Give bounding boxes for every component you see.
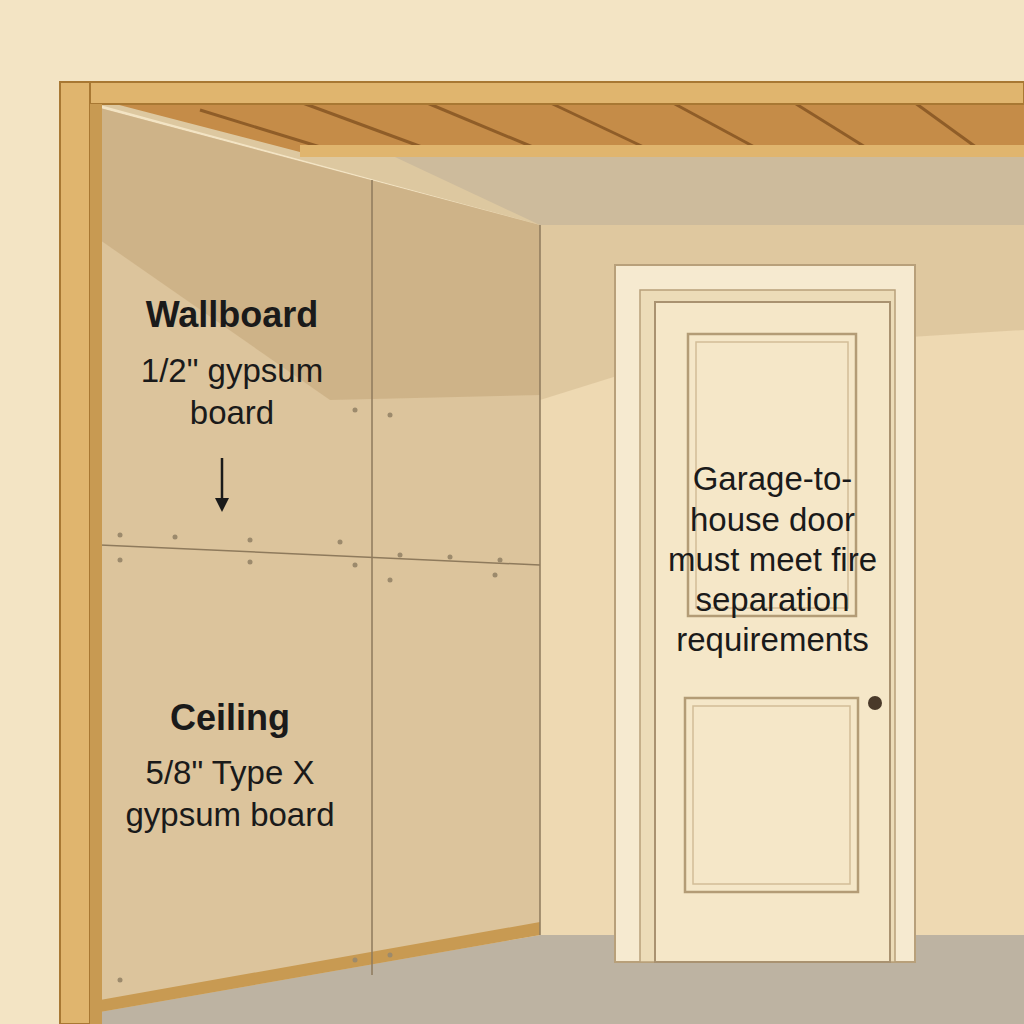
door-knob: [868, 696, 882, 710]
door-notice: Garage-to-house door must meet fire sepa…: [657, 430, 888, 690]
label-text: 1/2" gypsum board: [132, 350, 332, 434]
door-jamb: [640, 290, 895, 962]
left-post: [60, 82, 90, 1024]
joist-header: [300, 145, 1024, 157]
door-slab: [655, 302, 890, 962]
node-text-group: Garage-to-house door must meet fire sepa…: [657, 459, 888, 660]
top-beam: [60, 82, 1024, 104]
post-inner: [90, 104, 102, 1024]
label-heading: Wallboard: [82, 292, 382, 338]
door-text: Garage-to-house door must meet fire sepa…: [657, 459, 888, 660]
baseboard: [100, 922, 540, 1012]
left-wall: [100, 108, 540, 1012]
leader-arrow: [215, 458, 229, 512]
door-frame: [615, 265, 915, 962]
label-heading: Ceiling: [80, 695, 380, 741]
label-text: 5/8" Type X gypsum board: [105, 752, 355, 836]
door-lower-panel: [685, 698, 858, 892]
screws: [118, 408, 503, 983]
door-lower-panel-inner: [693, 706, 850, 884]
